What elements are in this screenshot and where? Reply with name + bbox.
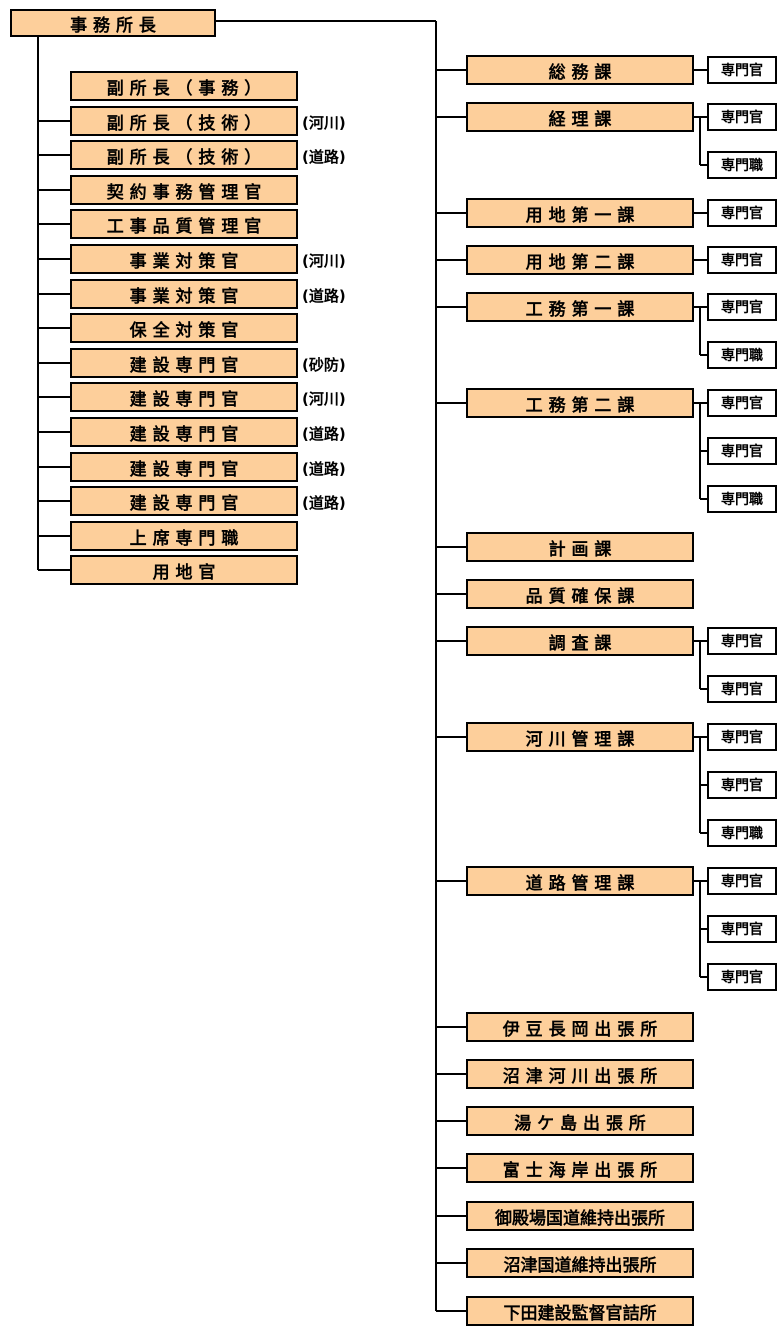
division-box: 湯 ケ 島 出 張 所 bbox=[466, 1106, 694, 1136]
staff-box: 建 設 専 門 官 bbox=[70, 348, 298, 378]
staff-box: 建 設 専 門 官 bbox=[70, 486, 298, 516]
root-box: 事 務 所 長 bbox=[10, 9, 216, 37]
staff-box: 工 事 品 質 管 理 官 bbox=[70, 209, 298, 239]
division-box: 用 地 第 一 課 bbox=[466, 198, 694, 228]
sub-position-box: 専門官 bbox=[707, 675, 777, 703]
staff-box: 建 設 専 門 官 bbox=[70, 417, 298, 447]
staff-box: 副 所 長 （ 事 務 ） bbox=[70, 71, 298, 101]
staff-box: 用 地 官 bbox=[70, 555, 298, 585]
sub-position-box: 専門官 bbox=[707, 293, 777, 321]
division-box: 伊 豆 長 岡 出 張 所 bbox=[466, 1012, 694, 1042]
staff-note: (道路) bbox=[302, 287, 346, 305]
division-box: 工 務 第 一 課 bbox=[466, 292, 694, 322]
sub-position-box: 専門官 bbox=[707, 56, 777, 84]
sub-position-box: 専門官 bbox=[707, 723, 777, 751]
division-box: 工 務 第 二 課 bbox=[466, 388, 694, 418]
staff-box: 事 業 対 策 官 bbox=[70, 279, 298, 309]
sub-position-box: 専門官 bbox=[707, 437, 777, 465]
staff-note: (道路) bbox=[302, 425, 346, 443]
division-box: 富 士 海 岸 出 張 所 bbox=[466, 1153, 694, 1183]
staff-box: 建 設 専 門 官 bbox=[70, 382, 298, 412]
sub-position-box: 専門職 bbox=[707, 485, 777, 513]
division-box: 品 質 確 保 課 bbox=[466, 579, 694, 609]
division-box: 御殿場国道維持出張所 bbox=[466, 1201, 694, 1231]
division-box: 沼津国道維持出張所 bbox=[466, 1248, 694, 1278]
division-box: 計 画 課 bbox=[466, 532, 694, 562]
staff-note: (道路) bbox=[302, 494, 346, 512]
sub-position-box: 専門官 bbox=[707, 915, 777, 943]
division-box: 用 地 第 二 課 bbox=[466, 245, 694, 275]
sub-position-box: 専門職 bbox=[707, 819, 777, 847]
division-box: 河 川 管 理 課 bbox=[466, 722, 694, 752]
sub-position-box: 専門官 bbox=[707, 199, 777, 227]
staff-box: 副 所 長 （ 技 術 ） bbox=[70, 106, 298, 136]
sub-position-box: 専門官 bbox=[707, 867, 777, 895]
sub-position-box: 専門官 bbox=[707, 103, 777, 131]
sub-position-box: 専門職 bbox=[707, 151, 777, 179]
staff-box: 副 所 長 （ 技 術 ） bbox=[70, 140, 298, 170]
staff-box: 建 設 専 門 官 bbox=[70, 452, 298, 482]
division-box: 道 路 管 理 課 bbox=[466, 866, 694, 896]
division-box: 調 査 課 bbox=[466, 626, 694, 656]
staff-note: (砂防) bbox=[302, 356, 346, 374]
staff-note: (河川) bbox=[302, 114, 346, 132]
staff-note: (河川) bbox=[302, 390, 346, 408]
division-box: 沼 津 河 川 出 張 所 bbox=[466, 1059, 694, 1089]
division-box: 経 理 課 bbox=[466, 102, 694, 132]
sub-position-box: 専門官 bbox=[707, 246, 777, 274]
staff-box: 保 全 対 策 官 bbox=[70, 313, 298, 343]
staff-box: 契 約 事 務 管 理 官 bbox=[70, 175, 298, 205]
staff-box: 事 業 対 策 官 bbox=[70, 244, 298, 274]
sub-position-box: 専門官 bbox=[707, 963, 777, 991]
sub-position-box: 専門官 bbox=[707, 771, 777, 799]
sub-position-box: 専門官 bbox=[707, 389, 777, 417]
division-box: 総 務 課 bbox=[466, 55, 694, 85]
sub-position-box: 専門官 bbox=[707, 627, 777, 655]
staff-box: 上 席 専 門 職 bbox=[70, 521, 298, 551]
division-box: 下田建設監督官詰所 bbox=[466, 1296, 694, 1326]
staff-note: (河川) bbox=[302, 252, 346, 270]
staff-note: (道路) bbox=[302, 460, 346, 478]
staff-note: (道路) bbox=[302, 148, 346, 166]
sub-position-box: 専門職 bbox=[707, 341, 777, 369]
